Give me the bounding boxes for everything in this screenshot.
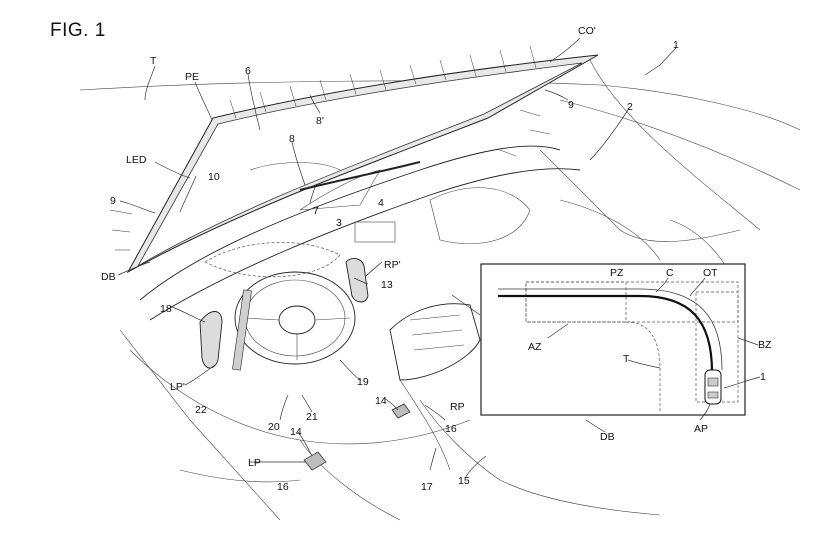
- pillar-line: [589, 59, 761, 231]
- label-db-left: DB: [101, 271, 116, 283]
- label-14-left: 14: [290, 426, 302, 438]
- label-17: 17: [421, 481, 433, 493]
- route-t: [625, 321, 661, 412]
- label-7: 7: [313, 205, 319, 217]
- inset-arrow: [451, 294, 481, 316]
- label-co-prime: CO': [578, 25, 596, 37]
- label-9-right: 9: [568, 99, 574, 111]
- label-4: 4: [378, 197, 384, 209]
- label-14-mid: 14: [375, 395, 387, 407]
- label-10: 10: [208, 171, 220, 183]
- label-9-left: 9: [110, 195, 116, 207]
- label-led: LED: [126, 154, 147, 166]
- label-22: 22: [195, 404, 207, 416]
- inset-label-ap: AP: [694, 423, 708, 435]
- route-ot: [498, 288, 723, 371]
- figure-title: FIG. 1: [50, 20, 106, 41]
- label-1-top: 1: [673, 39, 679, 51]
- label-21: 21: [306, 411, 318, 423]
- label-t: T: [150, 55, 157, 67]
- label-15: 15: [458, 475, 470, 487]
- zone-az: [525, 281, 627, 323]
- label-lp-prime: LP': [170, 381, 185, 393]
- label-18: 18: [160, 303, 172, 315]
- inset-vehicle: [704, 369, 722, 405]
- floor-and-seats: [119, 329, 661, 521]
- roof-line: [559, 99, 801, 191]
- inset-label-ot: OT: [703, 267, 718, 279]
- label-2: 2: [627, 101, 633, 113]
- led-strip: [299, 161, 421, 191]
- inset-diagram: [480, 263, 761, 421]
- label-rp: RP: [450, 401, 465, 413]
- light-rays: [109, 45, 551, 251]
- label-3: 3: [336, 217, 342, 229]
- label-13: 13: [381, 279, 393, 291]
- label-20: 20: [268, 421, 280, 433]
- label-lp: LP: [248, 457, 261, 469]
- windshield: [126, 54, 599, 274]
- left-pad: [303, 451, 327, 471]
- inset-label-az: AZ: [528, 341, 542, 353]
- inset-label-1: 1: [760, 371, 766, 383]
- inset-label-pz: PZ: [610, 267, 624, 279]
- inset-label-c: C: [666, 267, 674, 279]
- leader-lines: [117, 37, 677, 479]
- label-pe: PE: [185, 71, 199, 83]
- instrument-cluster: [204, 242, 341, 278]
- left-air-vent: [199, 311, 223, 369]
- label-8-prime: 8': [316, 115, 324, 127]
- label-16-right: 16: [445, 423, 457, 435]
- center-air-vent: [345, 258, 369, 303]
- label-8: 8: [289, 133, 295, 145]
- label-6: 6: [245, 65, 251, 77]
- label-19: 19: [357, 376, 369, 388]
- dashboard: [139, 145, 741, 321]
- center-console: [389, 303, 481, 471]
- a-pillar-light: [232, 289, 252, 371]
- right-pad: [391, 403, 411, 419]
- label-16-left: 16: [277, 481, 289, 493]
- steering-wheel: [234, 271, 356, 365]
- route-c: [498, 294, 714, 373]
- label-db-bottom: DB: [600, 431, 615, 443]
- inset-label-t: T: [623, 353, 630, 365]
- inset-label-bz: BZ: [758, 339, 772, 351]
- label-rp-prime: RP': [384, 259, 401, 271]
